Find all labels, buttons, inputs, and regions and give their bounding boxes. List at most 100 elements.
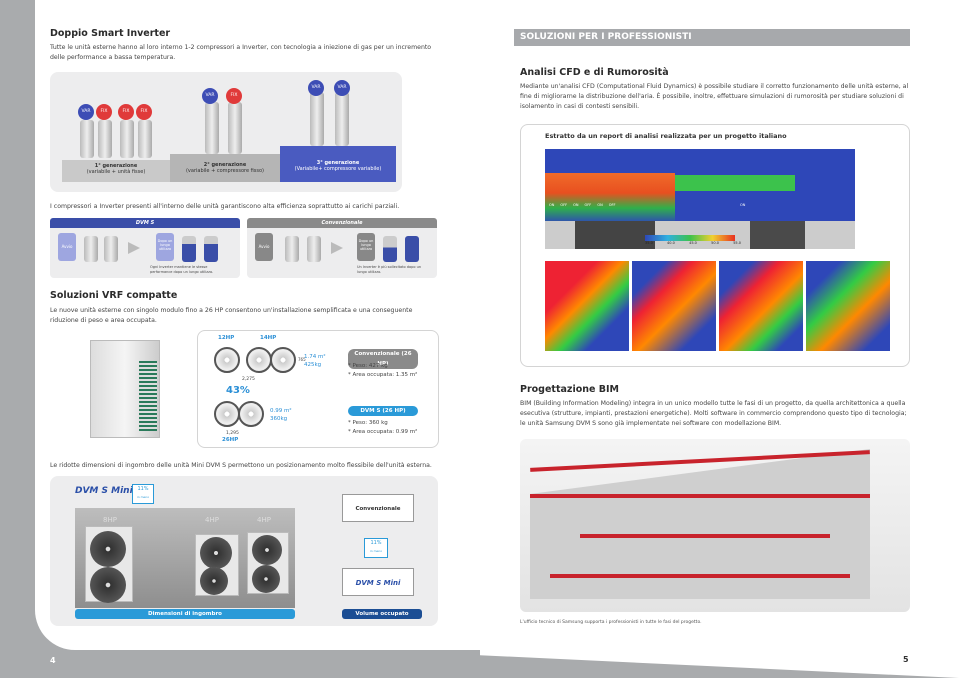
vrf-description: Le nuove unità esterne con singolo modul… — [50, 307, 413, 324]
gen1-step: 1° generazione(variabile + unità fisse) — [62, 160, 170, 182]
avvio-label: Avvio — [58, 233, 76, 261]
conv-area: 1.74 m² 425kg — [304, 353, 326, 369]
scale-tick: 55.0 — [733, 241, 741, 245]
mini-volume-box: DVM S Mini — [342, 568, 414, 596]
dvm-mini-logo: DVM S Mini — [75, 486, 133, 496]
gen3-label: 3° generazione — [316, 160, 360, 166]
height-label: 765 — [298, 357, 306, 362]
dvm-specs: * Peso: 360 kg* Area occupata: 0.99 m² — [348, 419, 417, 437]
cfd-thumb-4 — [806, 261, 890, 351]
pct: 11% — [137, 486, 149, 492]
reduction-percent: 43% — [226, 385, 250, 396]
hp14-label: 14HP — [260, 335, 277, 341]
volume-label: Volume occupato — [342, 609, 422, 619]
less: in meno — [136, 495, 150, 499]
conv-compare-figure: Convenzionale Avvio Dopo un lungo utiliz… — [247, 218, 437, 278]
dopo-label: Dopo un lungo utilizzo — [357, 233, 375, 261]
gen2-step: 2° generazione(variabile + compressore f… — [170, 154, 280, 182]
cfd-thumb-1 — [545, 261, 629, 351]
vrf-unit-photo — [90, 340, 160, 438]
cfd-report-figure: Estratto da un report di analisi realizz… — [520, 124, 910, 367]
arrow-icon — [128, 242, 140, 254]
dvm-note: Ogni Inverter mantiene le stesse perform… — [150, 265, 214, 274]
unit-state: OFF — [584, 203, 592, 207]
hp8: 8HP — [103, 516, 117, 524]
fix-badge: FIX — [226, 88, 242, 104]
hp26-label: 26HP — [222, 437, 239, 443]
compressor-caption: I compressori a Inverter presenti all'in… — [50, 203, 400, 210]
dvm-area: 0.99 m² 360kg — [270, 407, 292, 423]
conv-note: Un Inverter è più sollecitato dopo un lu… — [357, 265, 422, 274]
unit-state: ON — [573, 203, 579, 207]
pct: 11% — [370, 540, 382, 546]
conv-specs: * Peso: 427 kg* Area occupata: 1.35 m² — [348, 362, 417, 380]
hp4b: 4HP — [257, 516, 271, 524]
area2: 0.99 m² — [270, 408, 292, 414]
pct-badge: 11% in meno — [364, 538, 388, 558]
conv-26hp-pill: Convenzionale (26 HP) — [348, 349, 418, 369]
dimensions-label: Dimensioni di ingombro — [75, 609, 295, 619]
section-banner: SOLUZIONI PER I PROFESSIONISTI — [514, 29, 910, 46]
scale-tick: 50.0 — [711, 241, 719, 245]
gen3-step: 3° generazione(Variabile+ compressore va… — [280, 146, 396, 182]
conv-area-occupata: * Area occupata: 1.35 m² — [348, 372, 418, 378]
area1: 1.74 m² — [304, 354, 326, 360]
var-badge: VAR — [308, 80, 324, 96]
dvm-compare-figure: DVM S Avvio Dopo un lungo utilizzo Ogni … — [50, 218, 240, 278]
gen1-sub: (variabile + unità fisse) — [86, 169, 146, 175]
mini-figure: DVM S Mini 11% in meno 8HP 4HP 4HP Dimens… — [50, 476, 438, 626]
fan-icon — [238, 401, 264, 427]
dvm-26hp-pill: DVM S (26 HP) — [348, 406, 418, 416]
bim-description: BIM (Building Information Modeling) inte… — [520, 400, 907, 427]
unit-states: ON OFF ON OFF ON OFF — [549, 203, 749, 207]
scale-tick: 45.0 — [689, 241, 697, 245]
generations-figure: 1° generazione(variabile + unità fisse) … — [50, 72, 402, 192]
fix-badge: FIX — [136, 104, 152, 120]
unit-state: OFF — [560, 203, 568, 207]
dvm-band: DVM S — [50, 218, 240, 228]
fan-icon — [270, 347, 296, 373]
arrow-icon — [331, 242, 343, 254]
cfd-thumb-2 — [632, 261, 716, 351]
gen2-label: 2° generazione — [203, 162, 247, 168]
bim-building-image — [520, 439, 910, 612]
section-title-cfd: Analisi CFD e di Rumorosità — [520, 67, 669, 78]
pct-badge: 11% in meno — [132, 484, 154, 504]
gen1-label: 1° generazione — [94, 163, 138, 169]
dopo-label: Dopo un lungo utilizzo — [156, 233, 174, 261]
scale-tick: 35.0 — [645, 241, 653, 245]
conv-band: Convenzionale — [247, 218, 437, 228]
report-title: Estratto da un report di analisi realizz… — [545, 132, 787, 140]
less: in meno — [369, 549, 383, 553]
page-number-right: 5 — [903, 655, 909, 664]
hp4a: 4HP — [205, 516, 219, 524]
section-title-bim: Progettazione BIM — [520, 384, 619, 395]
unit-state: OFF — [608, 203, 616, 207]
mini-units-photo: 8HP 4HP 4HP — [75, 508, 295, 608]
fan-icon — [214, 401, 240, 427]
cfd-thumb-3 — [719, 261, 803, 351]
gen2-sub: (variabile + compressore fisso) — [185, 168, 264, 174]
fan-icon — [214, 347, 240, 373]
width-label: 1,295 — [226, 431, 239, 436]
vrf-comparison-figure: 12HP 14HP 2,275 765 1.74 m² 425kg 43% 1,2… — [197, 330, 439, 448]
page-curl — [480, 640, 959, 678]
dvm-peso: * Peso: 360 kg — [348, 420, 388, 426]
var-badge: VAR — [202, 88, 218, 104]
width-label: 2,275 — [242, 377, 255, 382]
page-number-left: 4 — [50, 656, 56, 665]
avvio-label: Avvio — [255, 233, 273, 261]
section-title-inverter: Doppio Smart Inverter — [50, 28, 171, 39]
fix-badge: FIX — [118, 104, 134, 120]
unit-state: ON — [597, 203, 603, 207]
section-title-vrf: Soluzioni VRF compatte — [50, 290, 178, 301]
hp12-label: 12HP — [218, 335, 235, 341]
conv-volume-box: Convenzionale — [342, 494, 414, 522]
unit-state: ON — [549, 203, 555, 207]
var-badge: VAR — [334, 80, 350, 96]
kg1: 425kg — [304, 362, 322, 368]
fan-icon — [246, 347, 272, 373]
kg2: 360kg — [270, 416, 288, 422]
gen3-sub: (Variabile+ compressore variabile) — [294, 166, 382, 172]
